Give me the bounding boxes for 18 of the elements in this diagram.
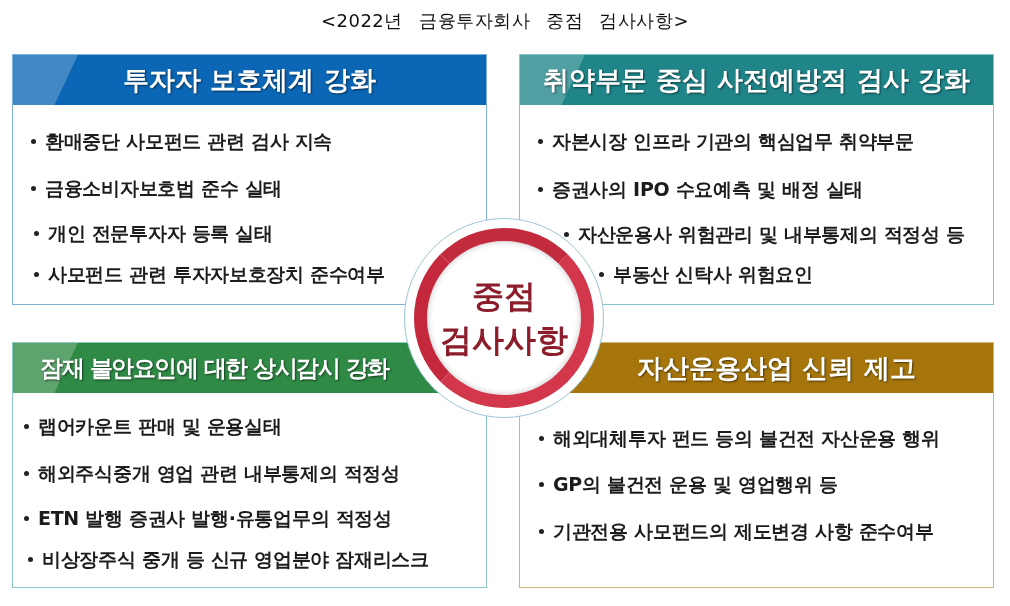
list-item: 금융소비자보호법 준수 실태 bbox=[45, 176, 283, 201]
panel-heading: 투자자 보호체계 강화 bbox=[13, 55, 486, 105]
diagram-title: <2022년 금융투자회사 중점 검사사항> bbox=[319, 9, 691, 33]
list-item: 해외주식중개 영업 관련 내부통제의 적정성 bbox=[38, 461, 400, 486]
list-item: 사모펀드 관련 투자자보호장치 준수여부 bbox=[48, 262, 385, 287]
list-item: 환매중단 사모펀드 관련 검사 지속 bbox=[45, 129, 333, 154]
list-item: ETN 발행 증권사 발행·유통업무의 적정성 bbox=[38, 506, 392, 531]
list-item: 자본시장 인프라 기관의 핵심업무 취약부문 bbox=[552, 129, 914, 154]
list-item: 부동산 신탁사 위험요인 bbox=[613, 262, 813, 287]
list-item: 해외대체투자 펀드 등의 불건전 자산운용 행위 bbox=[553, 426, 940, 451]
list-item: 비상장주식 중개 등 신규 영업분야 잠재리스크 bbox=[42, 547, 429, 572]
panel-heading: 취약부문 중심 사전예방적 검사 강화 bbox=[520, 55, 993, 105]
list-item: 자산운용사 위험관리 및 내부통제의 적정성 등 bbox=[578, 222, 965, 247]
list-item: 기관전용 사모펀드의 제도변경 사항 준수여부 bbox=[553, 519, 934, 544]
list-item: 개인 전문투자자 등록 실태 bbox=[48, 221, 273, 246]
list-item: 증권사의 IPO 수요예측 및 배정 실태 bbox=[552, 177, 863, 202]
list-item: 랩어카운트 판매 및 운용실태 bbox=[38, 414, 282, 439]
list-item: GP의 불건전 운용 및 영업행위 등 bbox=[553, 472, 838, 497]
